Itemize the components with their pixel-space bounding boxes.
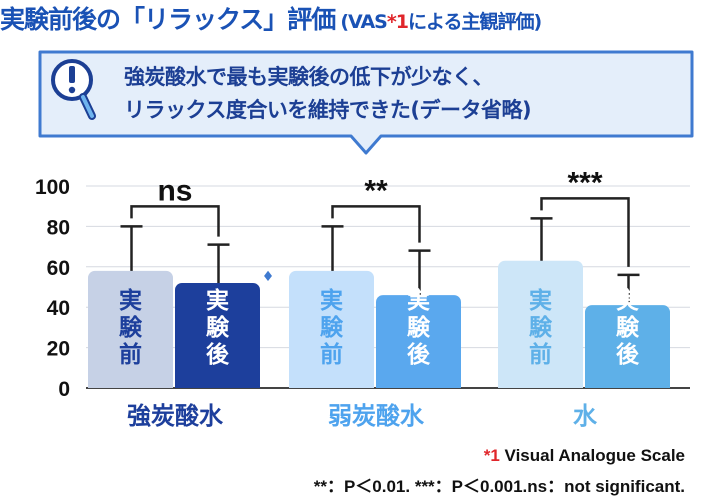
bar	[289, 270, 374, 388]
title-main: 実験前後の「リラックス」評価	[0, 5, 336, 34]
callout-line-1: 強炭酸水で最も実験後の低下が少なく、	[124, 65, 494, 89]
bar-base	[585, 380, 670, 388]
significance-bracket	[540, 197, 630, 267]
significance-label: ns	[157, 174, 192, 207]
callout-text: 強炭酸水で最も実験後の低下が少なく、 リラックス度合いを維持できた(データ省略)	[124, 61, 684, 127]
bar	[88, 270, 173, 388]
significance-label: **	[364, 174, 388, 207]
footnote-vas-text: Visual Analogue Scale	[504, 446, 685, 465]
group-label: 水	[573, 402, 598, 430]
bar-label: 験	[407, 315, 431, 341]
significance-label: ***	[567, 166, 602, 199]
bar-base	[376, 380, 461, 388]
y-tick-label: 60	[47, 257, 70, 280]
bar	[376, 295, 461, 388]
chart-title: 実験前後の「リラックス」評価 (VAS*1による主観評価)	[0, 0, 721, 40]
bar-label: 前	[320, 341, 343, 368]
bar-label: 後	[407, 341, 431, 368]
significance-bracket	[331, 205, 421, 243]
group-label: 弱炭酸水	[328, 402, 425, 430]
bar-label: 験	[529, 315, 553, 341]
bar-label: 前	[529, 341, 552, 368]
group-label: 強炭酸水	[127, 402, 224, 430]
significance-bracket	[130, 205, 220, 237]
bar-marker: ♦	[262, 269, 275, 285]
title-sub-marker: *1	[386, 11, 409, 33]
bar	[585, 305, 670, 388]
bar	[175, 282, 260, 388]
y-tick-label: 40	[47, 297, 70, 320]
bar-label: 験	[320, 315, 344, 341]
bar-label: 後	[206, 341, 230, 368]
callout-bubble	[38, 50, 694, 155]
bar-base	[498, 380, 583, 388]
bar-label: 実	[407, 287, 430, 314]
y-tick-label: 20	[47, 338, 70, 361]
bar-label: 後	[616, 341, 640, 368]
bar-label: 験	[206, 315, 230, 341]
bar-label: 験	[119, 315, 143, 341]
bar-label: 実	[320, 287, 343, 314]
title-sub-prefix: (VAS	[340, 11, 387, 33]
bar-base	[88, 380, 173, 388]
callout-line-2: リラックス度合いを維持できた(データ省略)	[124, 98, 532, 122]
bar-base	[289, 380, 374, 388]
bar-label: 実	[206, 287, 229, 314]
y-tick-label: 80	[47, 216, 70, 239]
bar-base	[175, 380, 260, 388]
callout-box: 強炭酸水で最も実験後の低下が少なく、 リラックス度合いを維持できた(データ省略)	[38, 50, 694, 155]
bar	[498, 260, 583, 388]
footnote-vas: *1 Visual Analogue Scale	[484, 446, 685, 466]
footnote-significance: **：P＜0.01. ***：P＜0.001.ns：not significan…	[313, 477, 685, 496]
bar-label: 前	[119, 341, 142, 368]
y-tick-label: 100	[35, 176, 70, 199]
bar-label: 験	[616, 315, 640, 341]
bar-label: 実	[529, 287, 552, 314]
footnote-marker: *1	[483, 446, 500, 465]
bar-label: 実	[616, 287, 639, 314]
bar-chart: 020406080100実験前実験後♦ns強炭酸水実験前実験後**弱炭酸水実験前…	[35, 166, 690, 430]
title-sub-suffix: による主観評価)	[408, 11, 542, 33]
bar-label: 実	[119, 287, 142, 314]
y-tick-label: 0	[58, 378, 70, 401]
search-alert-icon	[51, 59, 96, 120]
